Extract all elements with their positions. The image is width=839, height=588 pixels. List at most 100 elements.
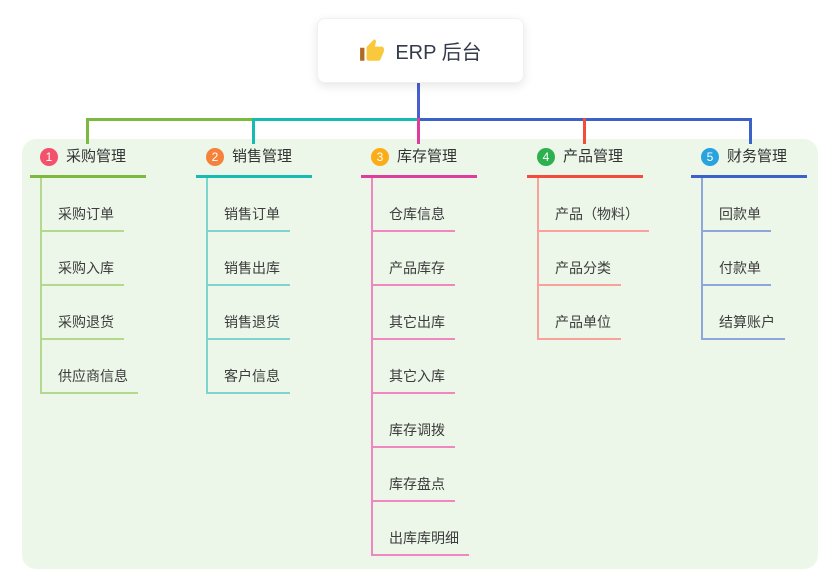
- branch-items: 回款单付款单结算账户: [701, 178, 807, 340]
- branch-销售管理: 2 销售管理 销售订单销售出库销售退货客户信息: [196, 146, 313, 394]
- branch-items: 采购订单采购入库采购退货供应商信息: [40, 178, 146, 394]
- branch-产品管理: 4 产品管理 产品（物料） 产品分类产品单位: [527, 146, 649, 340]
- branch-item-node[interactable]: 付款单: [701, 260, 771, 286]
- branch-item-label: 供应商信息: [58, 368, 128, 384]
- branch-item-node[interactable]: 采购退货: [40, 314, 124, 340]
- branch-item: 产品分类: [537, 232, 649, 286]
- branch-title-label: 销售管理: [232, 148, 293, 165]
- branch-item-label: 客户信息: [224, 368, 280, 384]
- branch-item-node[interactable]: 库存盘点: [371, 476, 455, 502]
- branch-title-node[interactable]: 1 采购管理: [30, 146, 147, 178]
- branch-connector-line: [537, 178, 539, 339]
- branch-item-label: 库存盘点: [389, 476, 445, 492]
- branch-item-node[interactable]: 采购入库: [40, 260, 124, 286]
- branch-number-badge: 5: [701, 148, 719, 166]
- branch-item: 回款单: [701, 178, 807, 232]
- branch-item-label: 其它出库: [389, 314, 445, 330]
- branch-item: 结算账户: [701, 286, 807, 340]
- branch-title-label: 财务管理: [727, 148, 788, 165]
- branch-items: 销售订单销售出库销售退货客户信息: [206, 178, 312, 394]
- root-title: ERP 后台: [395, 42, 482, 64]
- branch-item: 库存调拨: [371, 394, 477, 448]
- branch-item-node[interactable]: 采购订单: [40, 206, 124, 232]
- branch-item: 销售出库: [206, 232, 312, 286]
- branch-item-node[interactable]: 销售退货: [206, 314, 290, 340]
- branch-number-badge: 2: [206, 148, 224, 166]
- branch-item-label: 结算账户: [719, 314, 775, 330]
- branch-drop-line-2: [252, 118, 255, 144]
- branch-item-label: 仓库信息: [389, 206, 445, 222]
- branch-item-label: 其它入库: [389, 368, 445, 384]
- branch-财务管理: 5 财务管理 回款单付款单结算账户: [691, 146, 808, 340]
- branch-item: 采购退货: [40, 286, 146, 340]
- branch-connector-line: [701, 178, 703, 339]
- branch-item-node[interactable]: 产品（物料）: [537, 206, 649, 232]
- branch-item: 采购入库: [40, 232, 146, 286]
- branch-connector-line: [206, 178, 208, 393]
- branch-number-badge: 3: [371, 148, 389, 166]
- branch-title-label: 库存管理: [397, 148, 458, 165]
- branch-item-label: 库存调拨: [389, 422, 445, 438]
- branch-item-node[interactable]: 销售订单: [206, 206, 290, 232]
- branches-panel: [22, 139, 818, 569]
- branch-采购管理: 1 采购管理 采购订单采购入库采购退货供应商信息: [30, 146, 147, 394]
- branch-item-label: 产品分类: [555, 260, 611, 276]
- branch-title-label: 产品管理: [563, 148, 624, 165]
- branch-title-node[interactable]: 2 销售管理: [196, 146, 313, 178]
- branch-title-node[interactable]: 4 产品管理: [527, 146, 644, 178]
- branch-item: 销售退货: [206, 286, 312, 340]
- branch-item: 库存盘点: [371, 448, 477, 502]
- branch-库存管理: 3 库存管理 仓库信息产品库存其它出库其它入库库存调拨库存盘点出库库明细: [361, 146, 478, 556]
- branch-item-label: 回款单: [719, 206, 761, 222]
- branch-item: 其它入库: [371, 340, 477, 394]
- branch-item: 供应商信息: [40, 340, 146, 394]
- trunk-segment-left: [86, 118, 252, 121]
- branch-number-badge: 4: [537, 148, 555, 166]
- branch-item: 产品单位: [537, 286, 649, 340]
- branch-item-node[interactable]: 结算账户: [701, 314, 785, 340]
- branch-item: 出库库明细: [371, 502, 477, 556]
- branch-item: 产品库存: [371, 232, 477, 286]
- branch-title-node[interactable]: 3 库存管理: [361, 146, 478, 178]
- branch-item: 付款单: [701, 232, 807, 286]
- branch-items: 仓库信息产品库存其它出库其它入库库存调拨库存盘点出库库明细: [371, 178, 477, 556]
- branch-item-node[interactable]: 销售出库: [206, 260, 290, 286]
- branch-item: 产品（物料）: [537, 178, 649, 232]
- branch-item-label: 销售出库: [224, 260, 280, 276]
- branch-item-label: 产品单位: [555, 314, 611, 330]
- branch-items: 产品（物料） 产品分类产品单位: [537, 178, 649, 340]
- branch-title-label: 采购管理: [66, 148, 127, 165]
- branch-item-label: 采购订单: [58, 206, 114, 222]
- trunk-segment-middle: [252, 118, 418, 121]
- branch-connector-line: [371, 178, 373, 555]
- branch-item-label: 采购退货: [58, 314, 114, 330]
- branch-item-label: 采购入库: [58, 260, 114, 276]
- branch-item-node[interactable]: 产品库存: [371, 260, 455, 286]
- thumbs-up-icon: [359, 38, 385, 64]
- branch-item: 其它出库: [371, 286, 477, 340]
- branch-item-label: 出库库明细: [389, 530, 459, 546]
- branch-item-label: 销售订单: [224, 206, 280, 222]
- branch-item-node[interactable]: 产品分类: [537, 260, 621, 286]
- branch-item-node[interactable]: 仓库信息: [371, 206, 455, 232]
- root-stem-line: [417, 83, 420, 120]
- branch-drop-line-4: [583, 118, 586, 144]
- branch-item-node[interactable]: 产品单位: [537, 314, 621, 340]
- branch-item-node[interactable]: 出库库明细: [371, 530, 469, 556]
- branch-number-badge: 1: [40, 148, 58, 166]
- branch-drop-line-3: [417, 118, 420, 144]
- branch-item-node[interactable]: 供应商信息: [40, 368, 138, 394]
- root-node[interactable]: ERP 后台: [317, 18, 524, 83]
- branch-item-label: 产品库存: [389, 260, 445, 276]
- branch-drop-line-5: [749, 118, 752, 144]
- branch-item-node[interactable]: 其它出库: [371, 314, 455, 340]
- branch-item-node[interactable]: 库存调拨: [371, 422, 455, 448]
- branch-title-node[interactable]: 5 财务管理: [691, 146, 808, 178]
- branch-item-node[interactable]: 客户信息: [206, 368, 290, 394]
- branch-item: 采购订单: [40, 178, 146, 232]
- branch-item-label: 产品（物料）: [555, 206, 639, 222]
- branch-connector-line: [40, 178, 42, 393]
- branch-item-node[interactable]: 其它入库: [371, 368, 455, 394]
- branch-item-node[interactable]: 回款单: [701, 206, 771, 232]
